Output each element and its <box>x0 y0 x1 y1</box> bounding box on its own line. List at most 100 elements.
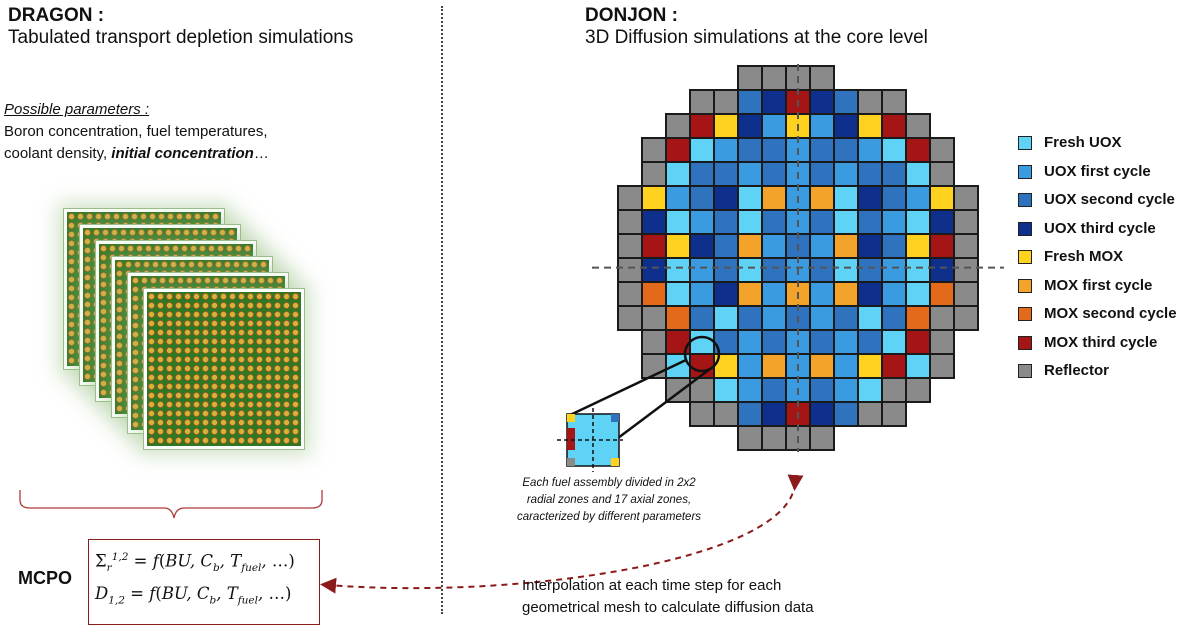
core-cell <box>713 209 739 235</box>
core-cell <box>617 281 643 307</box>
interp-line2: geometrical mesh to calculate diffusion … <box>522 599 814 616</box>
core-cell <box>665 257 691 283</box>
core-cell <box>857 209 883 235</box>
core-cell <box>617 233 643 259</box>
core-cell <box>641 329 667 355</box>
donjon-heading: DONJON : <box>585 5 678 26</box>
core-cell <box>737 65 763 91</box>
params-line2-emphasis: initial concentration <box>111 145 254 162</box>
core-cell <box>833 353 859 379</box>
core-cell <box>809 377 835 403</box>
core-cell <box>689 185 715 211</box>
core-cell <box>857 257 883 283</box>
legend-label: MOX third cycle <box>1044 333 1158 351</box>
core-cell <box>881 113 907 139</box>
core-cell <box>689 209 715 235</box>
core-cell <box>761 185 787 211</box>
core-cell <box>857 137 883 163</box>
core-cell <box>761 257 787 283</box>
core-cell <box>641 257 667 283</box>
legend-swatch <box>1018 364 1032 378</box>
core-cell <box>881 209 907 235</box>
core-cell <box>761 353 787 379</box>
mini-corner <box>567 414 575 422</box>
core-cell <box>641 185 667 211</box>
mini-corner <box>611 458 619 466</box>
mini-corner <box>611 414 619 422</box>
core-cell <box>689 233 715 259</box>
equation-diffusion: D1,2 = f(BU, Cb, Tfuel, …) <box>95 583 292 607</box>
core-cell <box>689 305 715 331</box>
core-cell <box>905 377 931 403</box>
core-cell <box>665 161 691 187</box>
core-cell <box>905 305 931 331</box>
core-cell <box>809 233 835 259</box>
params-line1: Boron concentration, fuel temperatures, <box>4 123 268 140</box>
core-cell <box>761 329 787 355</box>
core-cell <box>689 137 715 163</box>
core-cell <box>929 329 955 355</box>
core-cell <box>953 209 979 235</box>
core-cell <box>665 233 691 259</box>
core-cell <box>809 425 835 451</box>
core-cell <box>689 89 715 115</box>
core-cell <box>929 185 955 211</box>
core-cell <box>665 281 691 307</box>
core-cell <box>737 329 763 355</box>
mini-corner <box>567 458 575 466</box>
core-cell <box>905 233 931 259</box>
core-cell <box>689 257 715 283</box>
core-cell <box>953 233 979 259</box>
core-cell <box>929 353 955 379</box>
core-cell <box>737 281 763 307</box>
core-cell <box>761 161 787 187</box>
core-cell <box>833 161 859 187</box>
core-cell <box>761 113 787 139</box>
core-cell <box>713 377 739 403</box>
core-cell <box>833 89 859 115</box>
mcpo-label: MCPO <box>18 568 72 588</box>
dragon-subheading: Tabulated transport depletion simulation… <box>8 27 354 48</box>
legend-swatch <box>1018 278 1032 293</box>
legend-swatch <box>1018 250 1032 264</box>
equation-ellipsis: … <box>95 616 112 626</box>
core-cell <box>905 185 931 211</box>
params-line2: coolant density, initial concentration… <box>4 143 269 165</box>
core-cell <box>833 185 859 211</box>
params-line2-prefix: coolant density, <box>4 145 112 162</box>
core-cell <box>617 185 643 211</box>
core-symmetry-lines <box>592 64 1004 452</box>
core-cell <box>665 137 691 163</box>
core-cell <box>761 281 787 307</box>
core-cell <box>881 329 907 355</box>
core-cell <box>737 137 763 163</box>
core-cell <box>689 329 715 355</box>
core-cell <box>929 281 955 307</box>
core-cell <box>761 377 787 403</box>
core-cell <box>881 401 907 427</box>
core-cell <box>737 233 763 259</box>
core-cell <box>929 233 955 259</box>
core-cell <box>713 305 739 331</box>
core-cell <box>713 161 739 187</box>
core-cell <box>929 137 955 163</box>
zoom-detail <box>557 335 721 472</box>
dragon-heading: DRAGON : <box>8 5 105 26</box>
params-text: Boron concentration, fuel temperatures, … <box>4 121 269 165</box>
core-cell <box>761 89 787 115</box>
brace <box>19 490 323 519</box>
core-cell <box>833 257 859 283</box>
core-cell <box>833 377 859 403</box>
core-cell <box>857 329 883 355</box>
core-cell <box>833 305 859 331</box>
interpolation-arrow <box>320 474 804 594</box>
core-cell <box>953 257 979 283</box>
equation-sigma: Σr1,2 = f(BU, Cb, Tfuel, …) <box>95 551 295 574</box>
core-cell <box>713 281 739 307</box>
core-cell <box>641 209 667 235</box>
core-cell <box>641 281 667 307</box>
core-cell <box>641 137 667 163</box>
core-cell <box>737 425 763 451</box>
core-cell <box>857 281 883 307</box>
